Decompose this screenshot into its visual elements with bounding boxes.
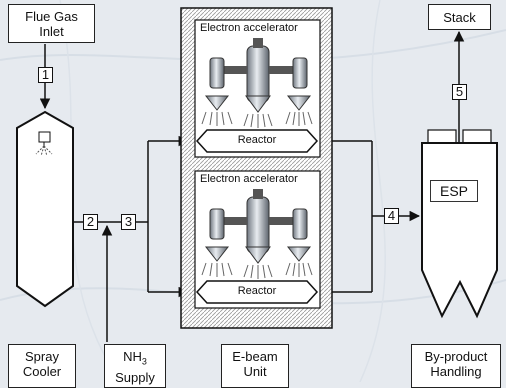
spray-line1: Spray (25, 349, 59, 364)
flue-gas-line2: Inlet (39, 24, 64, 39)
ebeam-line2: Unit (243, 364, 267, 379)
byproduct-line1: By-product (424, 349, 488, 364)
spray-line2: Cooler (22, 364, 62, 379)
reactor-top-shape (195, 129, 319, 153)
esp-vessel (421, 129, 498, 319)
spray-cooler-label: Spray Cooler (8, 344, 76, 388)
nh3-line1: NH3 (105, 349, 165, 370)
electron-accelerator-icon (201, 38, 313, 128)
nh3-supply-label: NH3 Supply (104, 344, 166, 388)
ebeam-unit-label: E-beam Unit (221, 344, 289, 388)
nh3-subscript: 3 (141, 356, 147, 367)
accelerator-bottom-title: Electron accelerator (200, 173, 298, 185)
accelerator-top-title: Electron accelerator (200, 22, 298, 34)
step-number-1: 1 (38, 67, 53, 83)
nh3-base: NH (123, 349, 142, 364)
flue-gas-inlet-label: Flue Gas Inlet (8, 4, 95, 43)
reactor-bottom-shape (195, 280, 319, 304)
esp-label: ESP (430, 180, 478, 202)
stack-label: Stack (428, 4, 491, 30)
step-number-4: 4 (384, 208, 399, 224)
electron-accelerator-icon (201, 189, 313, 279)
byproduct-line2: Handling (430, 364, 482, 379)
spray-cooler-vessel (16, 110, 74, 308)
step-number-2: 2 (83, 214, 98, 230)
reactor-bottom-label: Reactor (237, 285, 277, 297)
byproduct-handling-label: By-product Handling (411, 344, 501, 388)
step-number-5: 5 (452, 84, 467, 100)
spray-nozzle-icon (35, 131, 53, 157)
ebeam-line1: E-beam (232, 349, 278, 364)
nh3-line2: Supply (115, 369, 155, 385)
flue-gas-line1: Flue Gas (25, 9, 78, 24)
step-number-3: 3 (121, 214, 136, 230)
reactor-top-label: Reactor (237, 134, 277, 146)
stack-text: Stack (443, 10, 476, 25)
